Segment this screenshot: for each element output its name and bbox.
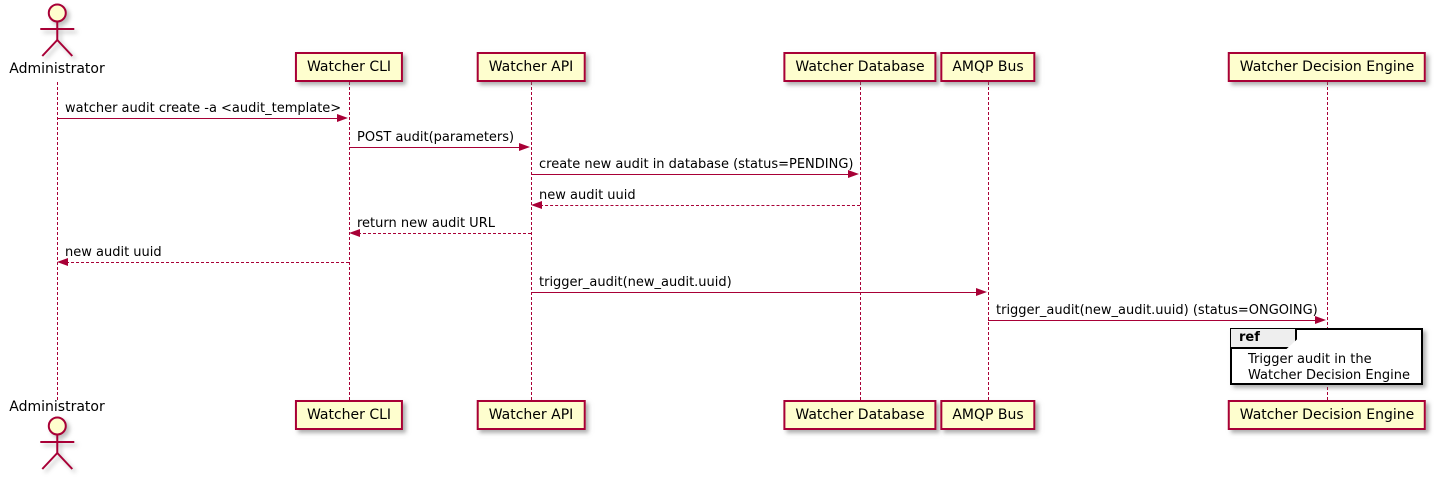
message-arrowhead [976, 288, 987, 296]
message-line [61, 262, 349, 263]
participant-box-amqp-bus-bottom: AMQP Bus [940, 400, 1036, 430]
participant-box-watcher-api-top: Watcher API [476, 52, 586, 82]
ref-text-line: Trigger audit in the [1248, 352, 1372, 367]
message-line [57, 118, 345, 119]
ref-text-line: Watcher Decision Engine [1248, 368, 1410, 383]
lifeline-amqp-bus [987, 82, 989, 400]
lifeline-watcher-cli [348, 82, 350, 400]
lifeline-watcher-api [530, 82, 532, 400]
message-arrowhead [1315, 316, 1326, 324]
message-label: watcher audit create -a <audit_template> [65, 101, 342, 116]
participant-box-watcher-cli-top: Watcher CLI [294, 52, 404, 82]
participant-box-watcher-decision-engine-top: Watcher Decision Engine [1227, 52, 1427, 82]
message-label: trigger_audit(new_audit.uuid) [539, 275, 732, 290]
ref-keyword: ref [1231, 329, 1297, 349]
message-label: return new audit URL [357, 216, 495, 231]
participant-box-watcher-api-bottom: Watcher API [476, 400, 586, 430]
participant-box-watcher-database-bottom: Watcher Database [783, 400, 937, 430]
message-line [535, 205, 860, 206]
message-line [349, 147, 527, 148]
actor-administrator-bottom: Administrator [9, 399, 105, 474]
message-arrowhead [848, 170, 859, 178]
message-line [353, 233, 531, 234]
participant-box-amqp-bus-top: AMQP Bus [940, 52, 1036, 82]
participant-box-watcher-decision-engine-bottom: Watcher Decision Engine [1227, 400, 1427, 430]
actor-administrator-top: Administrator [9, 3, 105, 78]
lifeline-watcher-decision-engine [1326, 82, 1328, 400]
message-line [531, 292, 984, 293]
message-arrowhead [57, 258, 68, 266]
actor-label: Administrator [9, 399, 105, 415]
message-label: trigger_audit(new_audit.uuid) (status=ON… [996, 303, 1318, 318]
message-arrowhead [519, 143, 530, 151]
message-arrowhead [337, 114, 348, 122]
actor-label: Administrator [9, 61, 105, 77]
message-label: new audit uuid [539, 188, 636, 203]
message-label: new audit uuid [65, 245, 162, 260]
message-label: POST audit(parameters) [357, 130, 515, 145]
lifeline-administrator [56, 82, 58, 400]
message-arrowhead [349, 229, 360, 237]
message-label: create new audit in database (status=PEN… [539, 157, 854, 172]
message-arrowhead [531, 201, 542, 209]
lifeline-watcher-database [859, 82, 861, 400]
participant-box-watcher-database-top: Watcher Database [783, 52, 937, 82]
actor-person-icon [40, 3, 74, 57]
message-line [988, 320, 1323, 321]
message-line [531, 174, 856, 175]
actor-person-icon [40, 416, 74, 470]
participant-box-watcher-cli-bottom: Watcher CLI [294, 400, 404, 430]
